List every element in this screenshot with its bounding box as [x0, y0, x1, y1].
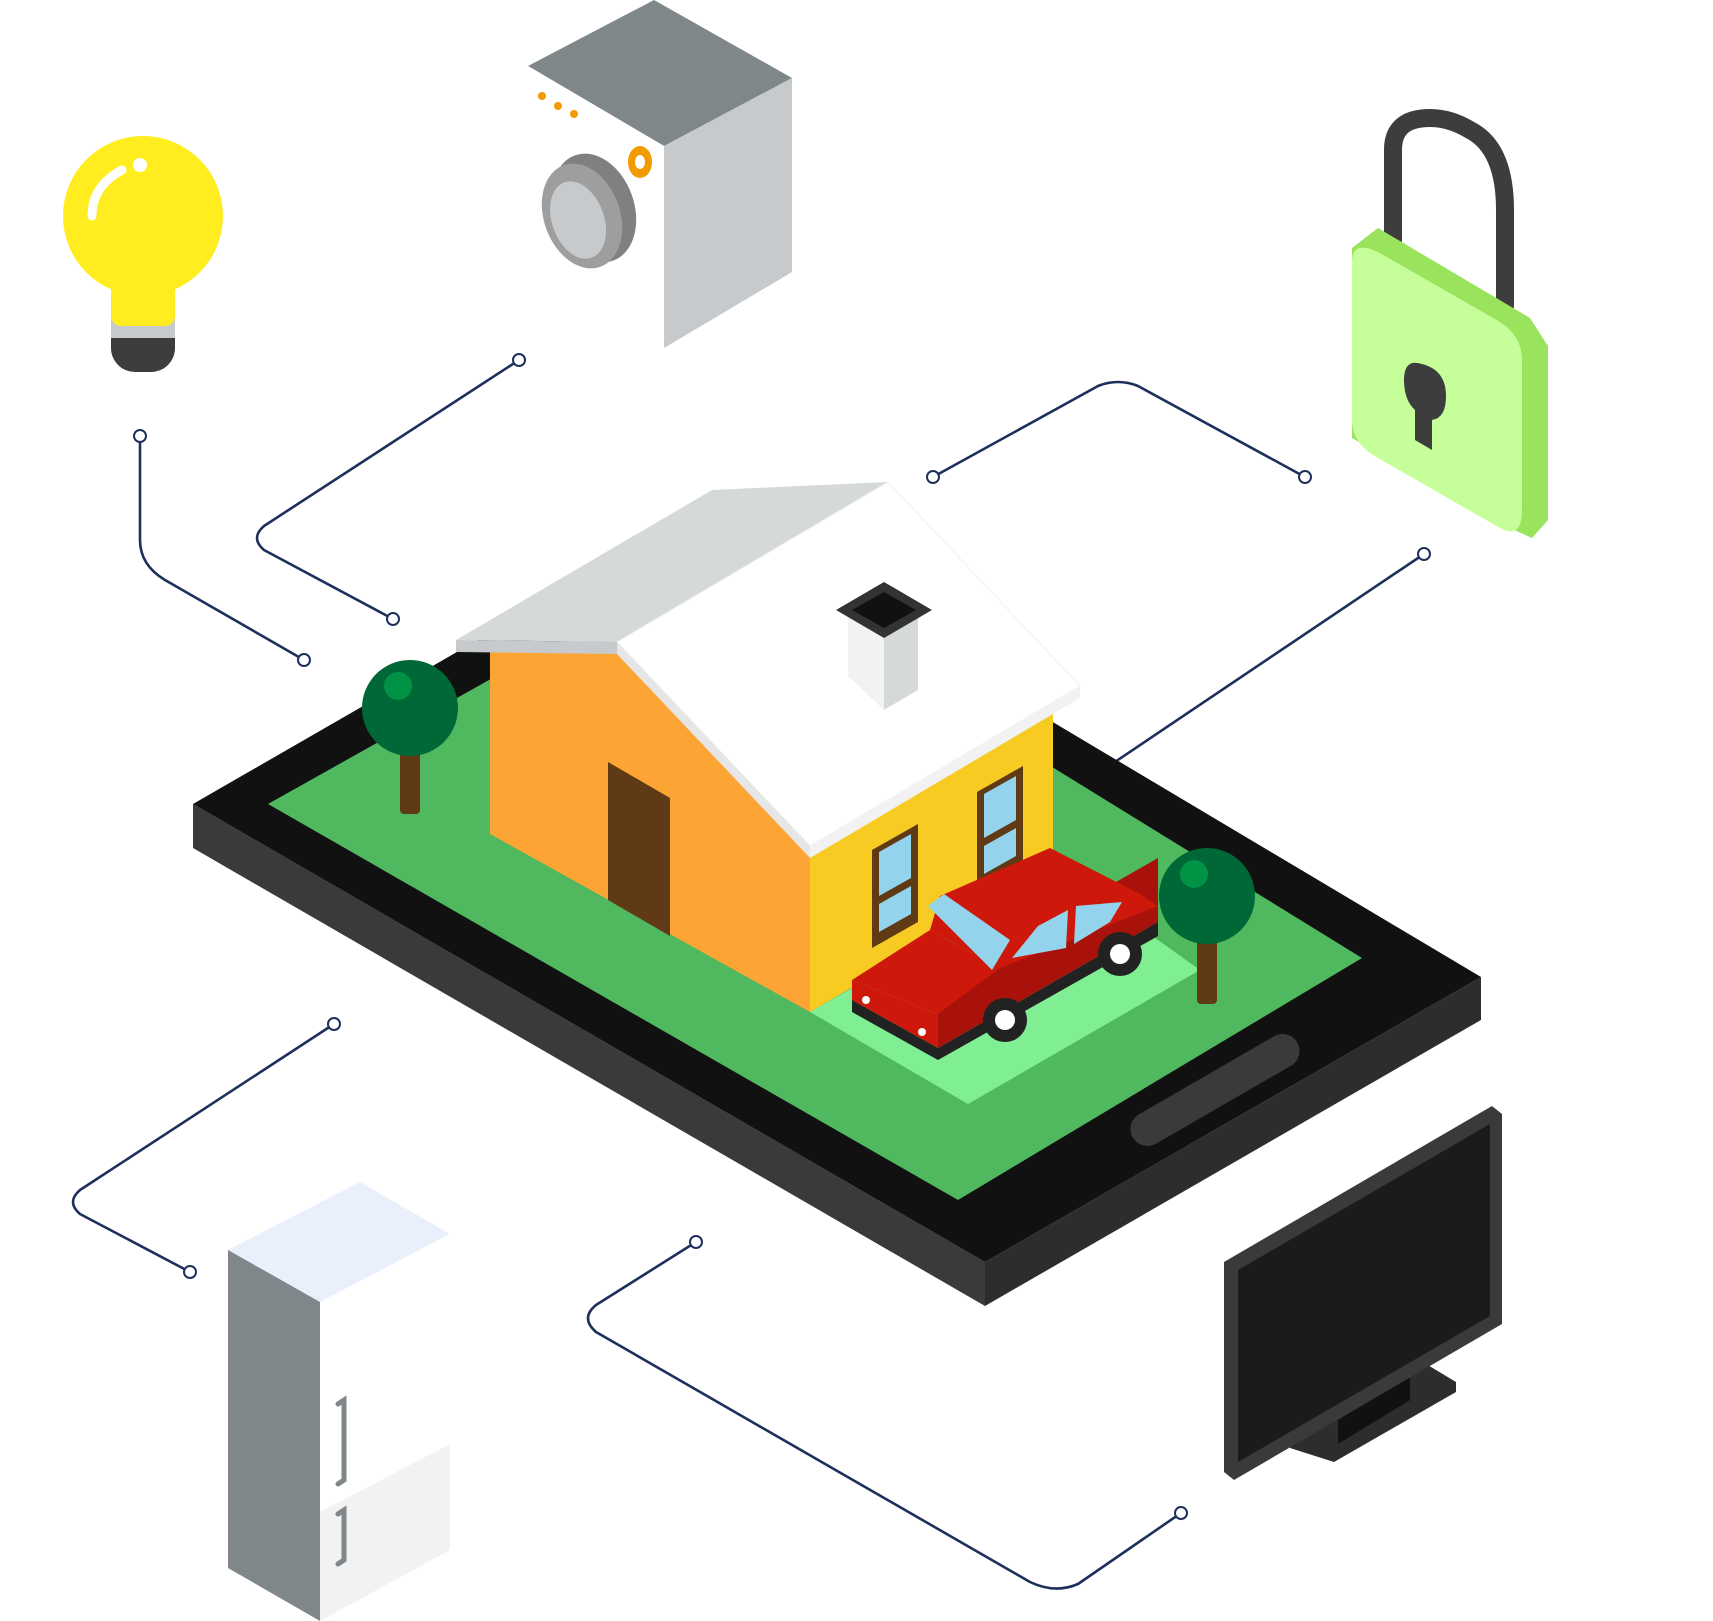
fridge-front-lower	[320, 1444, 450, 1621]
chimney-side-left	[848, 616, 884, 710]
padlock-keyhole	[1404, 362, 1446, 450]
tree-canopy	[1159, 848, 1255, 944]
car-body-front	[852, 980, 938, 1048]
tree-canopy	[362, 660, 458, 756]
washer-door-glass	[549, 181, 607, 259]
wire-node	[297, 653, 311, 667]
house-roof-edge	[810, 686, 1080, 858]
washer-led	[554, 102, 562, 110]
house-window-pane	[984, 776, 1016, 838]
wire-node	[512, 353, 526, 367]
wire-fridge	[71, 1022, 336, 1274]
chimney-side-right	[884, 616, 918, 710]
car-hood	[852, 930, 1000, 1014]
tablet-home-button	[1130, 1034, 1300, 1146]
padlock-icon	[1352, 108, 1548, 538]
wire-bulb	[138, 434, 306, 662]
fridge-side-left	[228, 1250, 320, 1621]
wire-node	[386, 612, 400, 626]
car-headlight	[918, 1028, 926, 1036]
house-roof-edge	[617, 642, 810, 858]
tree-right	[1159, 848, 1255, 1004]
car-side-window	[1074, 902, 1122, 944]
tree-highlight	[1180, 860, 1208, 888]
chimney-hole	[852, 592, 916, 628]
house-window-pane	[879, 834, 911, 896]
car-icon	[852, 848, 1158, 1060]
tree-trunk	[1197, 930, 1217, 1004]
tree-trunk	[400, 740, 420, 814]
washer-top	[528, 0, 792, 146]
wire-washer	[255, 358, 521, 621]
house	[456, 481, 1081, 1012]
wire-node	[133, 429, 147, 443]
wire-node	[926, 470, 940, 484]
tree-highlight	[384, 672, 412, 700]
bulb-glass	[63, 136, 223, 296]
car-wheel-hub	[1110, 944, 1130, 964]
washer-side	[664, 78, 792, 348]
wire-node	[1298, 470, 1312, 484]
washer-led	[538, 92, 546, 100]
car-side-window	[1012, 910, 1068, 958]
house-window-pane	[879, 886, 911, 932]
tv-screen	[1238, 1124, 1490, 1462]
washing-machine-icon	[528, 0, 792, 348]
tablet-side-left	[193, 804, 985, 1306]
light-bulb-icon	[63, 136, 223, 372]
refrigerator-icon	[228, 1182, 450, 1621]
padlock-shackle	[1384, 108, 1514, 315]
washer-dial-center	[635, 155, 645, 169]
tv-stand-neck	[1338, 1376, 1410, 1444]
fridge-front-upper	[320, 1234, 450, 1512]
house-door	[608, 762, 670, 936]
wire-node	[689, 1235, 703, 1249]
television-icon	[1224, 1106, 1502, 1480]
fridge-top	[228, 1182, 450, 1302]
wire-node	[1174, 1506, 1188, 1520]
bulb-neck	[111, 270, 175, 326]
house-window-pane	[984, 828, 1016, 874]
bulb-reflection	[87, 165, 127, 221]
tablet-side-right	[985, 977, 1481, 1306]
house-roof-edge	[456, 640, 617, 654]
wire-node	[327, 1017, 341, 1031]
fridge-handle	[335, 1505, 347, 1567]
house-roof-grey	[456, 482, 888, 642]
washer-led	[570, 110, 578, 118]
car-windshield	[928, 894, 1010, 970]
bulb-reflection-dot	[133, 158, 147, 172]
wire-node	[183, 1265, 197, 1279]
wire-tv	[586, 1240, 1183, 1590]
wire-node	[1417, 547, 1431, 561]
car-headlight	[862, 996, 870, 1004]
wire-roof	[931, 380, 1307, 479]
tree-left	[362, 660, 458, 814]
fridge-handle	[335, 1395, 347, 1487]
car-wheel-hub	[995, 1010, 1015, 1030]
